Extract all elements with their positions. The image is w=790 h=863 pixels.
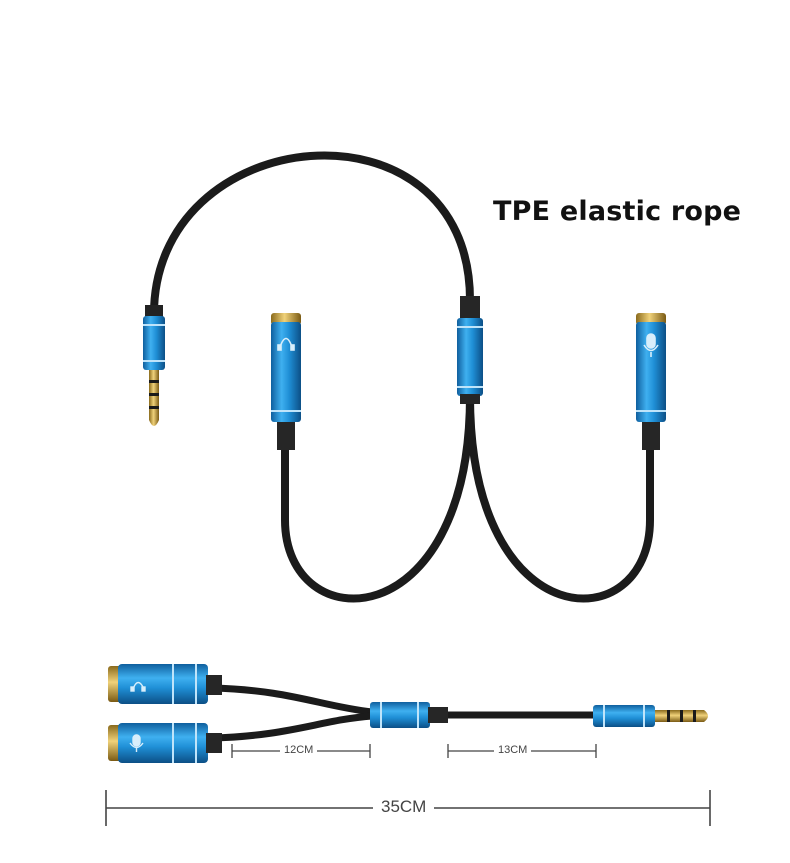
headphone-icon [277, 337, 295, 351]
splitter-body-bottom [370, 702, 448, 728]
mic-port-bottom [108, 723, 222, 763]
product-label: TPE elastic rope [493, 196, 742, 227]
headphone-port-top [271, 313, 301, 450]
male-plug-bottom [593, 705, 708, 727]
top-cables [149, 151, 654, 603]
headphone-icon [130, 681, 146, 692]
dimension-main-cable: 13CM [494, 744, 532, 756]
mic-port-top [636, 313, 666, 450]
dimension-splitter-branch: 12CM [280, 744, 318, 756]
headphone-branch-cable [281, 392, 474, 603]
bottom-cables [208, 684, 599, 742]
dimension-total-length: 35CM [373, 797, 435, 817]
main-cable [149, 151, 474, 322]
mic-branch-cable [466, 392, 654, 603]
headphone-port-bottom [108, 664, 222, 704]
splitter-body-top [457, 296, 483, 404]
microphone-icon [129, 734, 144, 752]
male-plug-top [143, 305, 165, 426]
microphone-icon [643, 333, 659, 357]
